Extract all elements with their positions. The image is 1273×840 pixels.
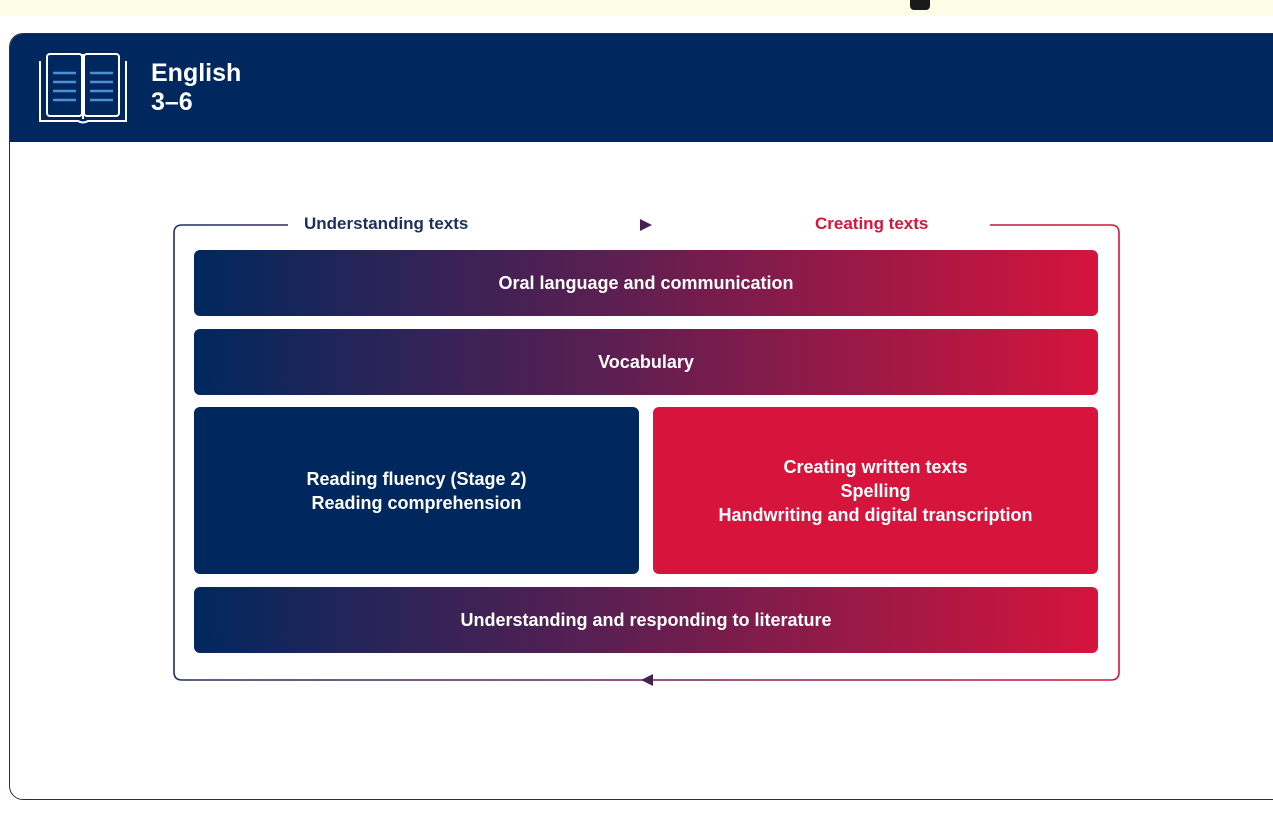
handwriting-label: Handwriting and digital transcription — [718, 504, 1033, 525]
arrow-left-icon — [641, 674, 653, 686]
stage-range: 3–6 — [151, 88, 193, 116]
oral-language-box: Oral language and communication — [194, 250, 1098, 316]
arrow-right-icon — [640, 219, 652, 231]
literature-box: Understanding and responding to literatu… — [194, 587, 1098, 653]
reading-box: Reading fluency (Stage 2) Reading compre… — [194, 407, 639, 574]
understanding-texts-label: Understanding texts — [296, 214, 477, 234]
creating-box: Creating written texts Spelling Handwrit… — [653, 407, 1098, 574]
card-header: English 3–6 — [10, 34, 1273, 142]
open-book-icon — [39, 53, 127, 124]
subject-title: English — [151, 59, 242, 87]
reading-fluency-label: Reading fluency (Stage 2) — [306, 468, 527, 489]
top-banner-strip — [0, 0, 1273, 15]
reading-comprehension-label: Reading comprehension — [311, 492, 522, 513]
vocabulary-box: Vocabulary — [194, 329, 1098, 395]
creating-written-texts-label: Creating written texts — [783, 456, 968, 477]
spelling-label: Spelling — [840, 480, 911, 501]
creating-texts-label: Creating texts — [807, 214, 937, 234]
top-marker — [910, 0, 930, 10]
